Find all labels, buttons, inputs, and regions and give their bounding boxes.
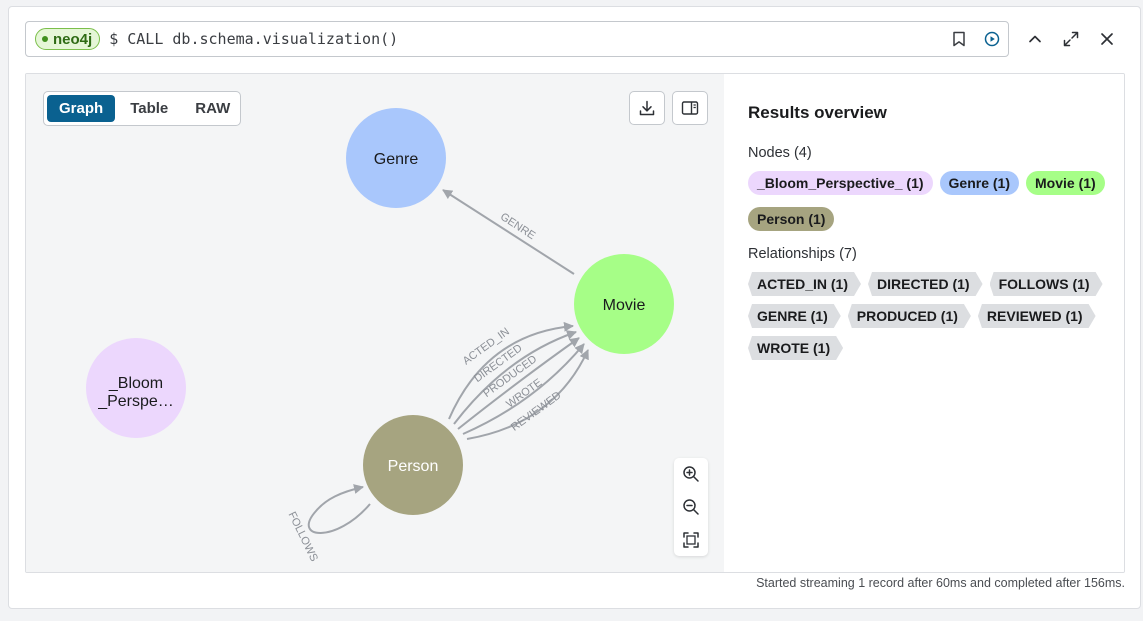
node-genre-label: Genre — [374, 151, 419, 168]
rel-chip-directed[interactable]: DIRECTED (1) — [868, 272, 983, 296]
rel-chip-acted-in[interactable]: ACTED_IN (1) — [748, 272, 861, 296]
node-movie-label: Movie — [603, 297, 646, 314]
rel-chip-reviewed[interactable]: REVIEWED (1) — [978, 304, 1096, 328]
rel-chip-wrote[interactable]: WROTE (1) — [748, 336, 843, 360]
view-switcher: Graph Table RAW — [43, 91, 241, 126]
rel-chip-row-3: WROTE (1) — [748, 336, 843, 360]
query-status-text: Started streaming 1 record after 60ms an… — [756, 576, 1125, 590]
close-icon[interactable] — [1096, 28, 1118, 50]
node-chip-movie[interactable]: Movie (1) — [1026, 171, 1105, 195]
result-panel: GENRE ACTED_IN DIRECTED PRODUCED WROTE R… — [25, 73, 1125, 573]
graph-canvas[interactable]: GENRE ACTED_IN DIRECTED PRODUCED WROTE R… — [26, 74, 724, 572]
rel-chip-row-2: GENRE (1) PRODUCED (1) REVIEWED (1) — [748, 304, 1096, 328]
database-pill[interactable]: neo4j — [35, 28, 101, 50]
rel-follows-label: FOLLOWS — [286, 510, 320, 564]
tab-raw[interactable]: RAW — [195, 100, 231, 117]
tab-graph[interactable]: Graph — [47, 95, 116, 122]
results-overview-panel: Results overview Nodes (4) _Bloom_Perspe… — [724, 74, 1124, 572]
node-bloom-label-line2: _Perspe… — [97, 393, 174, 410]
database-name: neo4j — [53, 30, 93, 48]
rel-chip-produced[interactable]: PRODUCED (1) — [848, 304, 971, 328]
rel-chip-genre[interactable]: GENRE (1) — [748, 304, 841, 328]
rel-produced-line[interactable] — [457, 337, 580, 430]
node-chip-row-1: _Bloom_Perspective_ (1) Genre (1) Movie … — [748, 171, 1105, 195]
query-editor[interactable]: neo4j $ CALL db.schema.visualization() — [25, 21, 1009, 57]
node-chip-row-2: Person (1) — [748, 207, 835, 231]
fullscreen-icon[interactable] — [1060, 28, 1082, 50]
zoom-controls — [674, 458, 708, 556]
connection-status-dot — [42, 36, 48, 42]
toggle-sidebar-button[interactable] — [672, 91, 708, 125]
zoom-out-icon[interactable] — [679, 495, 703, 519]
overview-title: Results overview — [748, 103, 887, 122]
collapse-icon[interactable] — [1024, 28, 1046, 50]
run-query-icon[interactable] — [983, 30, 1001, 48]
query-text[interactable]: $ CALL db.schema.visualization() — [109, 30, 399, 48]
rel-reviewed-line[interactable] — [466, 349, 589, 440]
rel-acted-in-line[interactable] — [448, 321, 574, 420]
download-button[interactable] — [629, 91, 665, 125]
relationships-section-label: Relationships (7) — [748, 246, 857, 262]
node-bloom-label-line1: _Bloom — [108, 375, 163, 392]
fit-to-screen-icon[interactable] — [679, 528, 703, 552]
graph-visualization[interactable]: GENRE ACTED_IN DIRECTED PRODUCED WROTE R… — [26, 74, 724, 572]
download-icon — [639, 100, 655, 116]
zoom-in-icon[interactable] — [679, 462, 703, 486]
node-movie[interactable]: Movie — [574, 254, 674, 354]
node-person-label: Person — [388, 458, 439, 475]
rel-chip-follows[interactable]: FOLLOWS (1) — [990, 272, 1103, 296]
node-chip-genre[interactable]: Genre (1) — [939, 171, 1019, 195]
sidebar-panel-icon — [681, 101, 699, 115]
node-genre[interactable]: Genre — [346, 108, 446, 208]
tab-table[interactable]: Table — [130, 100, 169, 117]
rel-chip-row-1: ACTED_IN (1) DIRECTED (1) FOLLOWS (1) — [748, 272, 1103, 296]
rel-genre-line[interactable] — [442, 189, 575, 275]
node-person[interactable]: Person — [363, 415, 463, 515]
node-chip-bloom-perspective[interactable]: _Bloom_Perspective_ (1) — [748, 171, 933, 195]
node-bloom-perspective[interactable]: _Bloom _Perspe… — [86, 338, 186, 438]
bookmark-icon[interactable] — [950, 30, 968, 48]
rel-follows-line[interactable] — [307, 484, 371, 534]
rel-wrote-line[interactable] — [462, 343, 585, 435]
node-chip-person[interactable]: Person (1) — [748, 207, 835, 231]
nodes-section-label: Nodes (4) — [748, 145, 812, 161]
rel-directed-line[interactable] — [453, 330, 577, 425]
